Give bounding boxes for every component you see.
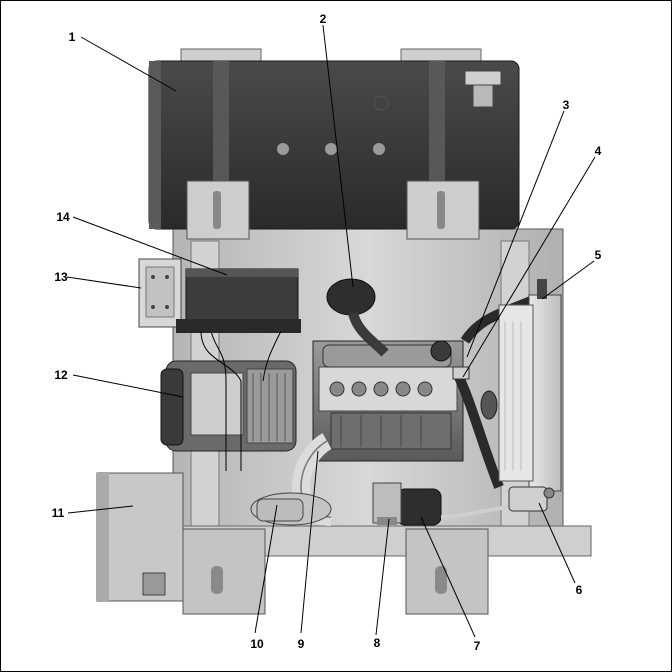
callout-1: 1 <box>69 30 76 44</box>
callout-labels: 1 2 3 4 5 6 7 8 9 10 11 12 13 14 <box>52 12 602 653</box>
callout-3: 3 <box>563 98 570 112</box>
engine-block <box>312 340 464 462</box>
control-box <box>138 258 182 328</box>
callout-12: 12 <box>54 368 68 382</box>
callout-11: 11 <box>52 506 65 520</box>
battery-box <box>176 268 301 333</box>
fuel-tank <box>148 48 520 240</box>
callout-8: 8 <box>374 636 381 650</box>
callout-14: 14 <box>56 210 70 224</box>
callout-13: 13 <box>54 270 68 284</box>
callout-9: 9 <box>298 637 305 651</box>
leader-lines <box>66 24 596 638</box>
callout-6: 6 <box>576 583 583 597</box>
exhaust-pipe <box>250 433 332 526</box>
air-cleaner <box>326 278 389 357</box>
callout-7: 7 <box>474 639 481 653</box>
callout-10: 10 <box>250 637 264 651</box>
callout-4: 4 <box>595 144 602 158</box>
radiator <box>480 279 562 492</box>
callout-2: 2 <box>320 12 327 26</box>
starter-motor <box>396 488 508 526</box>
oil-drain <box>372 482 402 525</box>
coolant-hoses <box>452 296 533 489</box>
drain-valve <box>508 486 555 512</box>
callout-5: 5 <box>595 248 602 262</box>
exhaust-box <box>96 472 184 602</box>
alternator <box>160 330 297 471</box>
